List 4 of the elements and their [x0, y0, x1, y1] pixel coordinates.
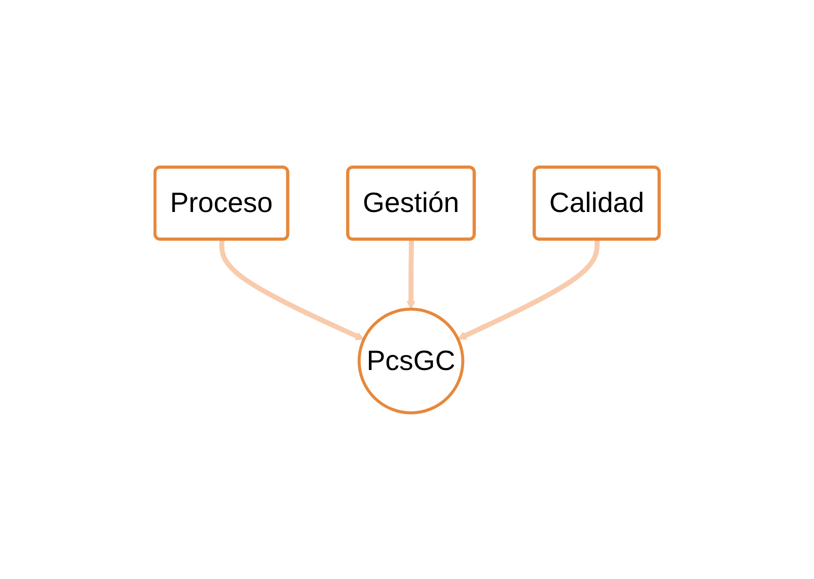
- arrow: [406, 239, 416, 310]
- node-circle: PcsGC: [358, 307, 464, 414]
- arrow: [457, 239, 600, 340]
- arrow: [219, 239, 364, 340]
